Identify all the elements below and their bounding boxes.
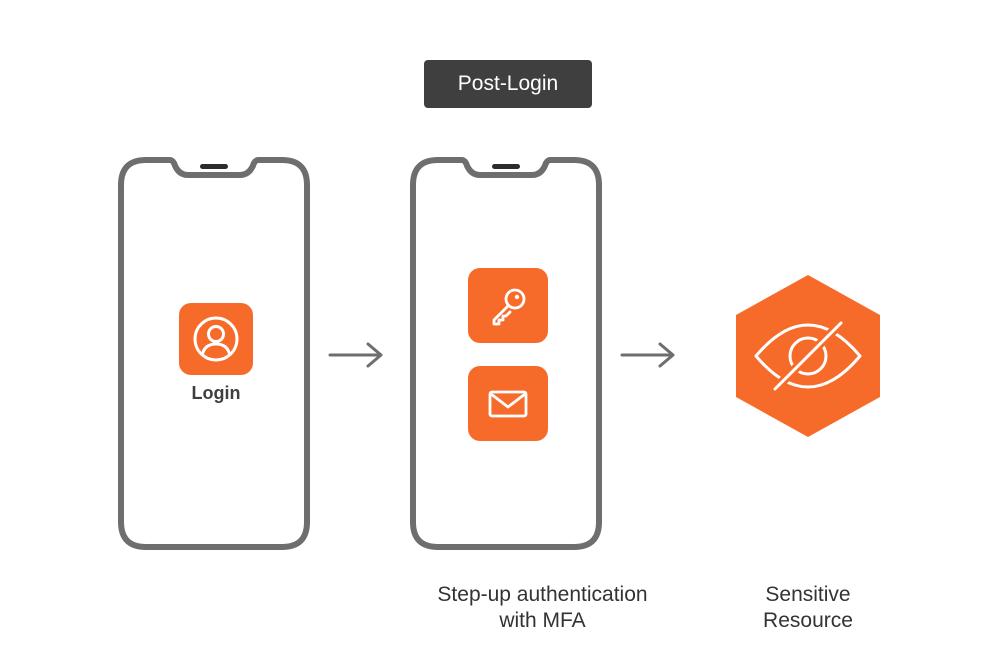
phone-speaker <box>200 164 228 169</box>
login-label: Login <box>191 383 241 403</box>
phone-speaker <box>492 164 520 169</box>
sensitive-resource-hexagon <box>736 275 880 437</box>
key-icon <box>492 288 526 325</box>
mfa-phone <box>410 157 602 550</box>
mail-icon <box>488 390 528 417</box>
mfa-caption: Step-up authentication with MFA <box>437 583 648 632</box>
eye-slash-icon <box>754 318 862 394</box>
login-tile <box>179 303 253 375</box>
phone-outline <box>410 157 602 550</box>
login-phone <box>118 157 310 550</box>
sensitive-resource-caption: Sensitive Resource <box>763 583 853 632</box>
arrow-right-icon <box>328 342 383 368</box>
user-circle-icon <box>193 316 239 362</box>
post-login-label: Post-Login <box>457 72 559 95</box>
phone-outline <box>118 157 310 550</box>
key-tile <box>468 268 548 343</box>
mail-tile <box>468 366 548 441</box>
arrow-right-icon <box>620 342 675 368</box>
post-login-badge: Post-Login <box>424 60 592 108</box>
